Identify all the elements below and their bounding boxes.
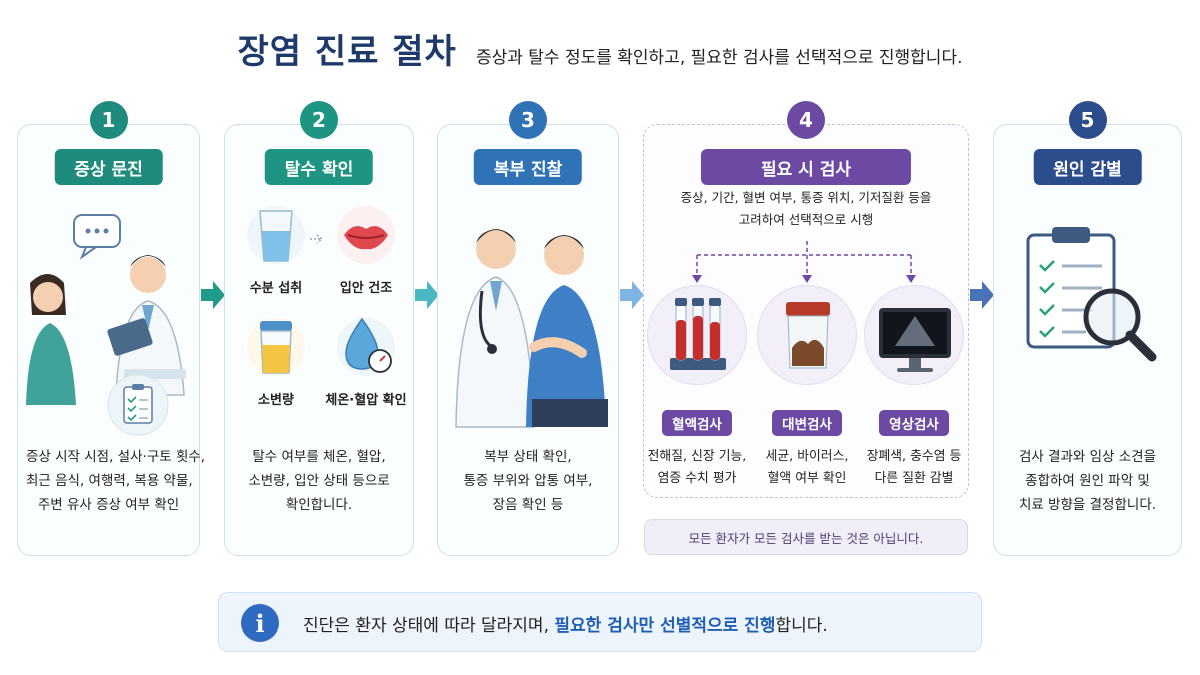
item-label: 소변량	[258, 393, 294, 408]
test-desc-line: 전해질, 신장 기능,	[647, 449, 747, 464]
step-desc-line: 주변 유사 증상 여부 확인	[37, 497, 180, 513]
urine-cup-icon	[247, 318, 305, 376]
step-number-5: 5	[1068, 101, 1107, 139]
imaging-test-illustration	[864, 285, 964, 385]
info-text: 진단은 환자 상태에 따라 달라지며, 필요한 검사만 선별적으로 진행합니다.	[303, 611, 828, 636]
test-tubes-icon	[670, 298, 726, 370]
page-subtitle: 증상과 탈수 정도를 확인하고, 필요한 검사를 선택적으로 진행합니다.	[475, 48, 963, 68]
water-glass-icon	[247, 206, 305, 264]
step-desc-line: 최근 음식, 여행력, 복용 약물,	[26, 473, 193, 489]
step-intro-4: 증상, 기간, 혈변 여부, 통증 위치, 기저질환 등을 고려하여 선택적으로…	[644, 187, 968, 231]
stool-container-icon	[786, 302, 830, 369]
step-desc-line: 검사 결과와 임상 소견을	[1018, 449, 1157, 465]
flow-arrow-icon	[201, 281, 225, 309]
test-desc-line: 혈액 여부 확인	[767, 471, 847, 486]
test-badge: 영상검사	[879, 410, 949, 436]
flow-arrow-icon	[970, 281, 994, 309]
step-desc-line: 확인합니다.	[285, 497, 353, 513]
info-text-end: 합니다.	[775, 616, 828, 636]
step-desc-line: 복부 상태 확인,	[484, 449, 572, 465]
step-desc-line: 통증 부위와 압통 여부,	[463, 473, 593, 489]
blood-test-illustration	[647, 285, 747, 385]
info-text-emphasis: 필요한 검사만 선별적으로 진행	[554, 616, 776, 636]
step-card-3: 3 복부 진찰 복부 상태 확인, 통증 부위와 압통 여부, 장음 확인 등	[437, 101, 619, 556]
step-card-2: 2 탈수 확인 수분 섭취 입안 건조 소변량	[224, 101, 414, 556]
step-desc-line: 종합하여 원인 파악 및	[1025, 473, 1150, 489]
dry-mouth-item: 입안 건조	[321, 203, 411, 296]
urine-output-item: 소변량	[231, 315, 321, 408]
clipboard-magnifier-icon	[1026, 227, 1157, 362]
test-desc-line: 장폐색, 충수염 등	[866, 449, 962, 464]
abdominal-exam-illustration	[455, 229, 608, 428]
step-number-2: 2	[300, 101, 338, 139]
item-label: 수분 섭취	[249, 281, 303, 296]
step-desc-5: 검사 결과와 임상 소견을 종합하여 원인 파악 및 치료 방향을 결정합니다.	[1002, 445, 1173, 517]
test-desc: 장폐색, 충수염 등 다른 질환 감별	[864, 446, 964, 490]
test-desc: 세균, 바이러스, 혈액 여부 확인	[757, 446, 857, 490]
info-bar: i 진단은 환자 상태에 따라 달라지며, 필요한 검사만 선별적으로 진행합니…	[218, 592, 982, 652]
test-desc-line: 다른 질환 감별	[874, 471, 954, 486]
test-desc-line: 염증 수치 평가	[657, 471, 737, 486]
step-card-1: 1 증상 문진 증상 시작 시점, 설사·구토 횟수, 최근 음식, 여행력, …	[17, 101, 206, 556]
step-number-4: 4	[787, 101, 825, 139]
water-intake-item: 수분 섭취	[231, 203, 321, 296]
step-title-3: 복부 진찰	[473, 149, 583, 185]
info-text-start: 진단은 환자 상태에 따라 달라지며,	[303, 616, 549, 636]
intro-line: 증상, 기간, 혈변 여부, 통증 위치, 기저질환 등을	[680, 190, 932, 205]
item-label: 체온·혈압 확인	[325, 393, 407, 408]
step-title-2: 탈수 확인	[264, 149, 374, 185]
branch-connector	[692, 241, 916, 283]
consultation-illustration	[26, 214, 186, 436]
vitals-check-item: 체온·혈압 확인	[321, 315, 411, 408]
test-badge: 대변검사	[772, 410, 842, 436]
ultrasound-monitor-icon	[879, 308, 951, 372]
intro-line: 고려하여 선택적으로 시행	[738, 212, 874, 227]
stool-test-illustration	[757, 285, 857, 385]
step-desc-2: 탈수 여부를 체온, 혈압, 소변량, 입안 상태 등으로 확인합니다.	[233, 445, 405, 517]
step-desc-line: 소변량, 입안 상태 등으로	[248, 473, 390, 489]
step-title-4: 필요 시 검사	[700, 149, 912, 185]
step-number-3: 3	[509, 101, 547, 139]
test-desc: 전해질, 신장 기능, 염증 수치 평가	[647, 446, 747, 490]
info-icon: i	[241, 604, 279, 642]
step-card-4: 4 필요 시 검사 증상, 기간, 혈변 여부, 통증 위치, 기저질환 등을 …	[643, 101, 969, 498]
arrow-icon	[310, 234, 324, 244]
test-imaging: 영상검사 장폐색, 충수염 등 다른 질환 감별	[864, 410, 964, 490]
flow-arrow-icon	[415, 281, 439, 309]
test-notice: 모든 환자가 모든 검사를 받는 것은 아닙니다.	[644, 519, 968, 555]
step-title-1: 증상 문진	[54, 149, 163, 185]
step-desc-line: 탈수 여부를 체온, 혈압,	[252, 449, 386, 465]
step-desc-line: 장음 확인 등	[492, 497, 564, 513]
page-title: 장염 진료 절차	[237, 32, 457, 72]
test-desc-line: 세균, 바이러스,	[765, 449, 849, 464]
test-blood: 혈액검사 전해질, 신장 기능, 염증 수치 평가	[647, 410, 747, 490]
step-desc-1: 증상 시작 시점, 설사·구토 횟수, 최근 음식, 여행력, 복용 약물, 주…	[26, 445, 206, 517]
step-title-5: 원인 감별	[1033, 149, 1142, 185]
water-drop-gauge-icon	[337, 317, 395, 376]
step-desc-line: 치료 방향을 결정합니다.	[1018, 497, 1157, 513]
step-desc-line: 증상 시작 시점, 설사·구토 횟수,	[26, 449, 206, 465]
page-header: 장염 진료 절차 증상과 탈수 정도를 확인하고, 필요한 검사를 선택적으로 …	[0, 24, 1200, 73]
test-badge: 혈액검사	[662, 410, 732, 436]
test-stool: 대변검사 세균, 바이러스, 혈액 여부 확인	[757, 410, 857, 490]
lips-icon	[337, 206, 395, 264]
flow-arrow-icon	[620, 281, 644, 309]
item-label: 입안 건조	[339, 281, 393, 296]
step-number-1: 1	[89, 101, 128, 139]
step-card-5: 5 원인 감별 검사 결과와 임상 소견을 종합하여 원인 파악 및 치료 방향…	[993, 101, 1182, 556]
step-desc-3: 복부 상태 확인, 통증 부위와 압통 여부, 장음 확인 등	[446, 445, 610, 517]
